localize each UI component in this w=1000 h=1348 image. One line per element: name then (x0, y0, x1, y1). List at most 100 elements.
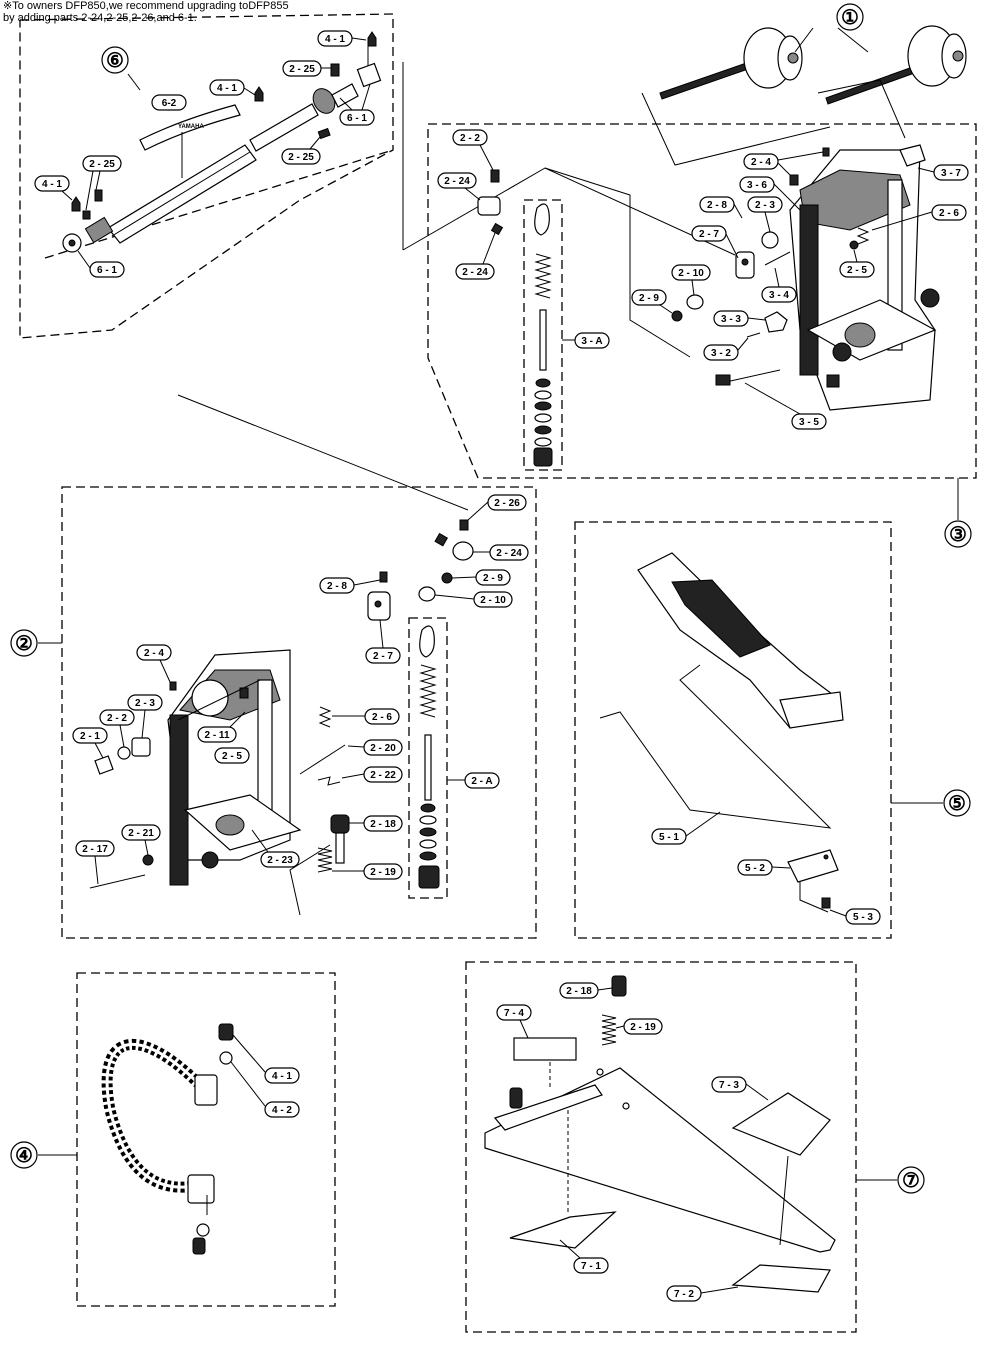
label-3-2-5: 2 - 5 (839, 249, 875, 278)
svg-text:7 - 4: 7 - 4 (504, 1008, 524, 1019)
svg-text:2 - 25: 2 - 25 (288, 152, 314, 163)
label-2-2-2: 2 - 2 (99, 709, 135, 748)
svg-text:2 - 3: 2 - 3 (135, 698, 155, 709)
label-2-2-23: 2 - 23 (251, 829, 300, 868)
upgrade-note-line-1: ※To owners DFP850,we recommend upgrading… (3, 0, 289, 12)
svg-text:3 - A: 3 - A (581, 336, 602, 347)
label-7-2-18: 2 - 18 (559, 982, 613, 999)
section-7-boundary (465, 961, 857, 1333)
svg-text:2 - 22: 2 - 22 (370, 770, 396, 781)
group-5-callout: ⑤ (891, 789, 971, 817)
label-6-6-1b: 6 - 1 (77, 250, 125, 278)
label-3-2-4: 2 - 4 (743, 151, 824, 176)
svg-text:7 - 3: 7 - 3 (719, 1080, 739, 1091)
label-2-2-7: 2 - 7 (365, 619, 401, 664)
label-3-2-10: 2 - 10 (671, 264, 711, 296)
svg-text:2 - 10: 2 - 10 (678, 268, 704, 279)
group-7-number: ⑦ (902, 1170, 920, 1192)
section-5-boundary (574, 521, 892, 939)
label-7-7-1: 7 - 1 (559, 1239, 609, 1274)
svg-text:2 - 4: 2 - 4 (144, 648, 164, 659)
label-2-2-24: 2 - 24 (473, 544, 529, 561)
svg-text:2 - 3: 2 - 3 (755, 200, 775, 211)
svg-text:2 - 18: 2 - 18 (566, 986, 592, 997)
label-3-2-8: 2 - 8 (699, 196, 743, 219)
group-4-number: ④ (15, 1145, 33, 1167)
label-2-2-17: 2 - 17 (75, 840, 115, 885)
label-3-3-5: 3 - 5 (744, 382, 827, 430)
svg-text:2 - 5: 2 - 5 (847, 265, 867, 276)
section-3-boundary (402, 62, 977, 479)
group-1-number: ① (841, 7, 859, 29)
label-2-2-3: 2 - 3 (127, 694, 163, 739)
label-5-5-1: 5 - 1 (651, 811, 721, 845)
svg-text:2 - 11: 2 - 11 (204, 730, 229, 741)
section-3-parts (477, 144, 940, 471)
svg-text:4 - 1: 4 - 1 (42, 179, 62, 190)
label-2-2-19: 2 - 19 (332, 863, 403, 880)
label-2-2-20: 2 - 20 (347, 739, 403, 756)
label-4-4-2: 4 - 2 (230, 1061, 300, 1118)
label-2-2-10: 2 - 10 (434, 591, 513, 608)
svg-text:6-2: 6-2 (162, 98, 177, 109)
svg-text:4 - 1: 4 - 1 (272, 1071, 292, 1082)
svg-text:7 - 1: 7 - 1 (581, 1261, 601, 1272)
label-7-7-2: 7 - 2 (666, 1285, 739, 1302)
section-7-parts (484, 975, 836, 1293)
svg-text:2 - 20: 2 - 20 (370, 743, 396, 754)
label-2-2-26: 2 - 26 (467, 494, 527, 521)
label-2-2-8: 2 - 8 (319, 577, 381, 594)
beater-parts (641, 25, 967, 166)
svg-text:5 - 2: 5 - 2 (745, 863, 765, 874)
label-3-2-6: 2 - 6 (871, 204, 967, 231)
svg-text:3 - 7: 3 - 7 (941, 168, 961, 179)
svg-text:4 - 2: 4 - 2 (272, 1105, 292, 1116)
label-2-2-18: 2 - 18 (349, 815, 403, 832)
svg-text:4 - 1: 4 - 1 (325, 34, 345, 45)
svg-text:2 - 9: 2 - 9 (483, 573, 503, 584)
label-2-2-1: 2 - 1 (72, 727, 108, 759)
group-7-callout: ⑦ (856, 1166, 925, 1194)
section-5-parts (599, 552, 844, 913)
label-3-3-2: 3 - 2 (703, 337, 749, 361)
label-2-2-6: 2 - 6 (332, 708, 400, 725)
label-3-2-3: 2 - 3 (747, 196, 783, 233)
svg-text:2 - 24: 2 - 24 (496, 548, 522, 559)
group-6-number: ⑥ (106, 50, 124, 72)
label-3-2-7: 2 - 7 (691, 225, 739, 259)
label-2-2-4: 2 - 4 (136, 644, 172, 683)
label-2-2-11: 2 - 11 (197, 711, 246, 743)
label-6-6-2: 6-2 (151, 94, 187, 111)
label-2-2-9: 2 - 9 (451, 569, 511, 586)
section-4-parts (101, 1023, 234, 1255)
label-3-3-3: 3 - 3 (713, 310, 766, 327)
svg-text:2 - 9: 2 - 9 (639, 293, 659, 304)
label-6-2-25a: 2 - 25 (282, 60, 331, 77)
part-labels: 4 - 1 2 - 25 6-2 4 - 1 6 - 1 2 - 25 2 - … (34, 30, 969, 1302)
svg-text:2 - 1: 2 - 1 (80, 731, 100, 742)
svg-text:2 - 25: 2 - 25 (89, 159, 115, 170)
svg-text:2 - 24: 2 - 24 (462, 267, 488, 278)
label-6-4-1c: 4 - 1 (34, 175, 73, 201)
label-6-4-1a: 4 - 1 (317, 30, 367, 47)
svg-text:5 - 1: 5 - 1 (659, 832, 679, 843)
svg-text:2 - 19: 2 - 19 (630, 1022, 656, 1033)
svg-text:6 - 1: 6 - 1 (97, 265, 117, 276)
group-4-callout: ④ (10, 1141, 77, 1169)
svg-text:3 - 6: 3 - 6 (747, 180, 767, 191)
svg-text:4 - 1: 4 - 1 (217, 83, 237, 94)
svg-text:3 - 5: 3 - 5 (799, 417, 819, 428)
label-3-2-24a: 2 - 24 (437, 172, 481, 201)
section-6-boundary (19, 13, 394, 339)
label-3-2-2: 2 - 2 (452, 129, 494, 171)
svg-text:2 - 7: 2 - 7 (699, 229, 719, 240)
svg-text:2 - 5: 2 - 5 (222, 751, 242, 762)
svg-text:2 - 17: 2 - 17 (82, 844, 108, 855)
svg-text:2 - 2: 2 - 2 (107, 713, 127, 724)
svg-text:2 - 7: 2 - 7 (373, 651, 393, 662)
label-6-2-25b: 2 - 25 (281, 136, 321, 165)
svg-text:2 - 6: 2 - 6 (372, 712, 392, 723)
label-3-3-6: 3 - 6 (739, 176, 801, 211)
section-4-boundary (76, 972, 336, 1307)
